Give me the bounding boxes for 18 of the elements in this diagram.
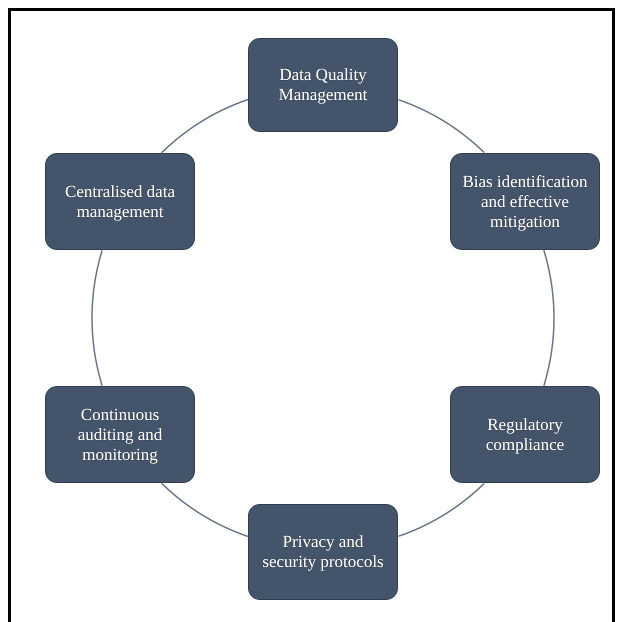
connector-arc bbox=[92, 250, 103, 386]
process-box bbox=[45, 386, 195, 483]
connector-arc bbox=[398, 482, 485, 538]
connector-arc bbox=[398, 98, 485, 154]
box-label: Data Quality Management bbox=[278, 65, 368, 105]
process-box bbox=[248, 504, 398, 600]
box-label: Bias identification and effective mitigation bbox=[461, 172, 589, 232]
connector-arc bbox=[161, 482, 248, 538]
process-box bbox=[450, 153, 600, 250]
box-label: Privacy and security protocols bbox=[261, 532, 385, 572]
box-label: Centralised data management bbox=[64, 182, 176, 222]
connector-arc bbox=[543, 250, 554, 386]
box-label: Continuous auditing and monitoring bbox=[76, 404, 164, 464]
connector-arc bbox=[161, 98, 248, 154]
box-label: Regulatory compliance bbox=[484, 414, 566, 454]
process-box bbox=[45, 153, 195, 250]
process-box bbox=[248, 38, 398, 132]
process-box bbox=[450, 386, 600, 483]
